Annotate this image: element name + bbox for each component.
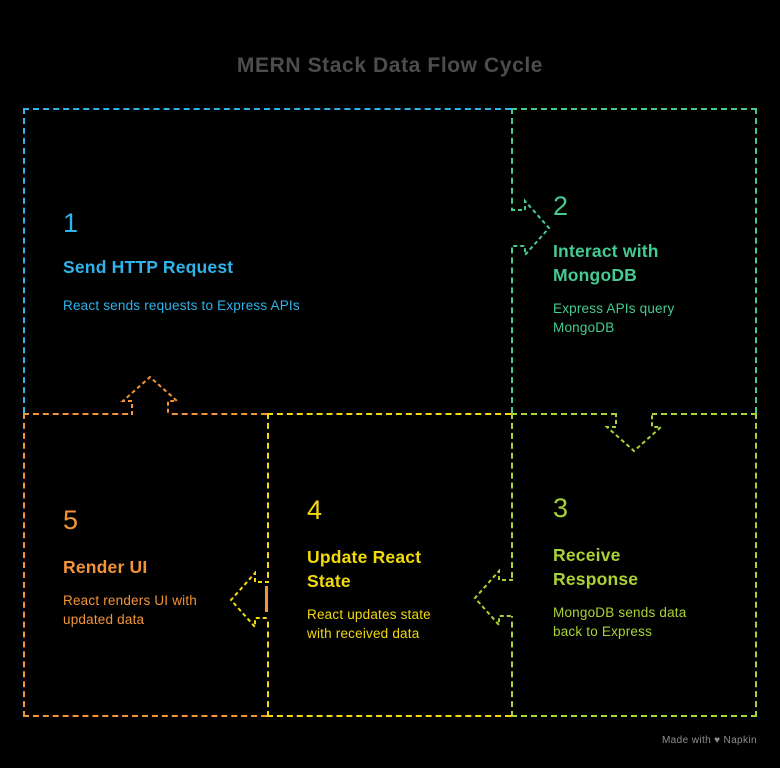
border-left-step1: [23, 108, 25, 413]
step-4-number: 4: [307, 495, 323, 525]
step-1-title: Send HTTP Request: [63, 257, 234, 277]
step-2-title: Interact with MongoDB: [553, 241, 659, 285]
step-5-number: 5: [63, 505, 79, 535]
divider-step1-step2: [511, 108, 513, 413]
step-3-description: MongoDB sends data back to Express: [553, 605, 687, 639]
watermark-prefix: Made with: [661, 735, 712, 746]
step-5-title: Render UI: [63, 557, 148, 577]
arrow-up-icon: [120, 375, 180, 415]
border-top-step1: [23, 108, 511, 110]
arrow-down-icon: [604, 413, 664, 453]
step-4-title: Update React State: [307, 547, 422, 591]
divider-step5-step4: [267, 413, 269, 717]
arrow-left-icon: [473, 568, 513, 628]
arrow-step2-to-step3: [604, 413, 664, 453]
arrow-left-icon: [229, 570, 269, 630]
arrow-right-icon: [511, 198, 551, 258]
arrow-step3-to-step4: [473, 568, 513, 628]
step-2-number: 2: [553, 191, 569, 221]
step-3-title: Receive Response: [553, 545, 639, 589]
divider-mid-step4: [267, 413, 511, 415]
border-bottom-step5: [23, 715, 267, 717]
arrow-notch-orange-segment: [265, 586, 268, 612]
border-bottom-step3: [511, 715, 757, 717]
watermark-brand: Napkin: [723, 735, 757, 746]
divider-step4-step3: [511, 413, 513, 717]
watermark: Made with♥Napkin: [662, 735, 760, 746]
border-right-step2: [755, 108, 757, 413]
step-1-number: 1: [63, 208, 79, 238]
border-top-step2: [511, 108, 757, 110]
border-right-step3: [755, 413, 757, 717]
arrow-step5-to-step1: [120, 375, 180, 415]
step-5-description: React renders UI with updated data: [63, 593, 197, 627]
arrow-step1-to-step2: [511, 198, 551, 258]
border-left-step5: [23, 413, 25, 717]
step-4-description: React updates state with received data: [307, 607, 431, 641]
step-3-number: 3: [553, 493, 569, 523]
heart-icon: ♥: [714, 735, 721, 746]
border-bottom-step4: [267, 715, 511, 717]
diagram-title: MERN Stack Data Flow Cycle: [236, 54, 544, 77]
step-1-description: React sends requests to Express APIs: [63, 298, 300, 313]
step-2-description: Express APIs query MongoDB: [553, 301, 675, 335]
arrow-step4-to-step5: [229, 570, 269, 630]
